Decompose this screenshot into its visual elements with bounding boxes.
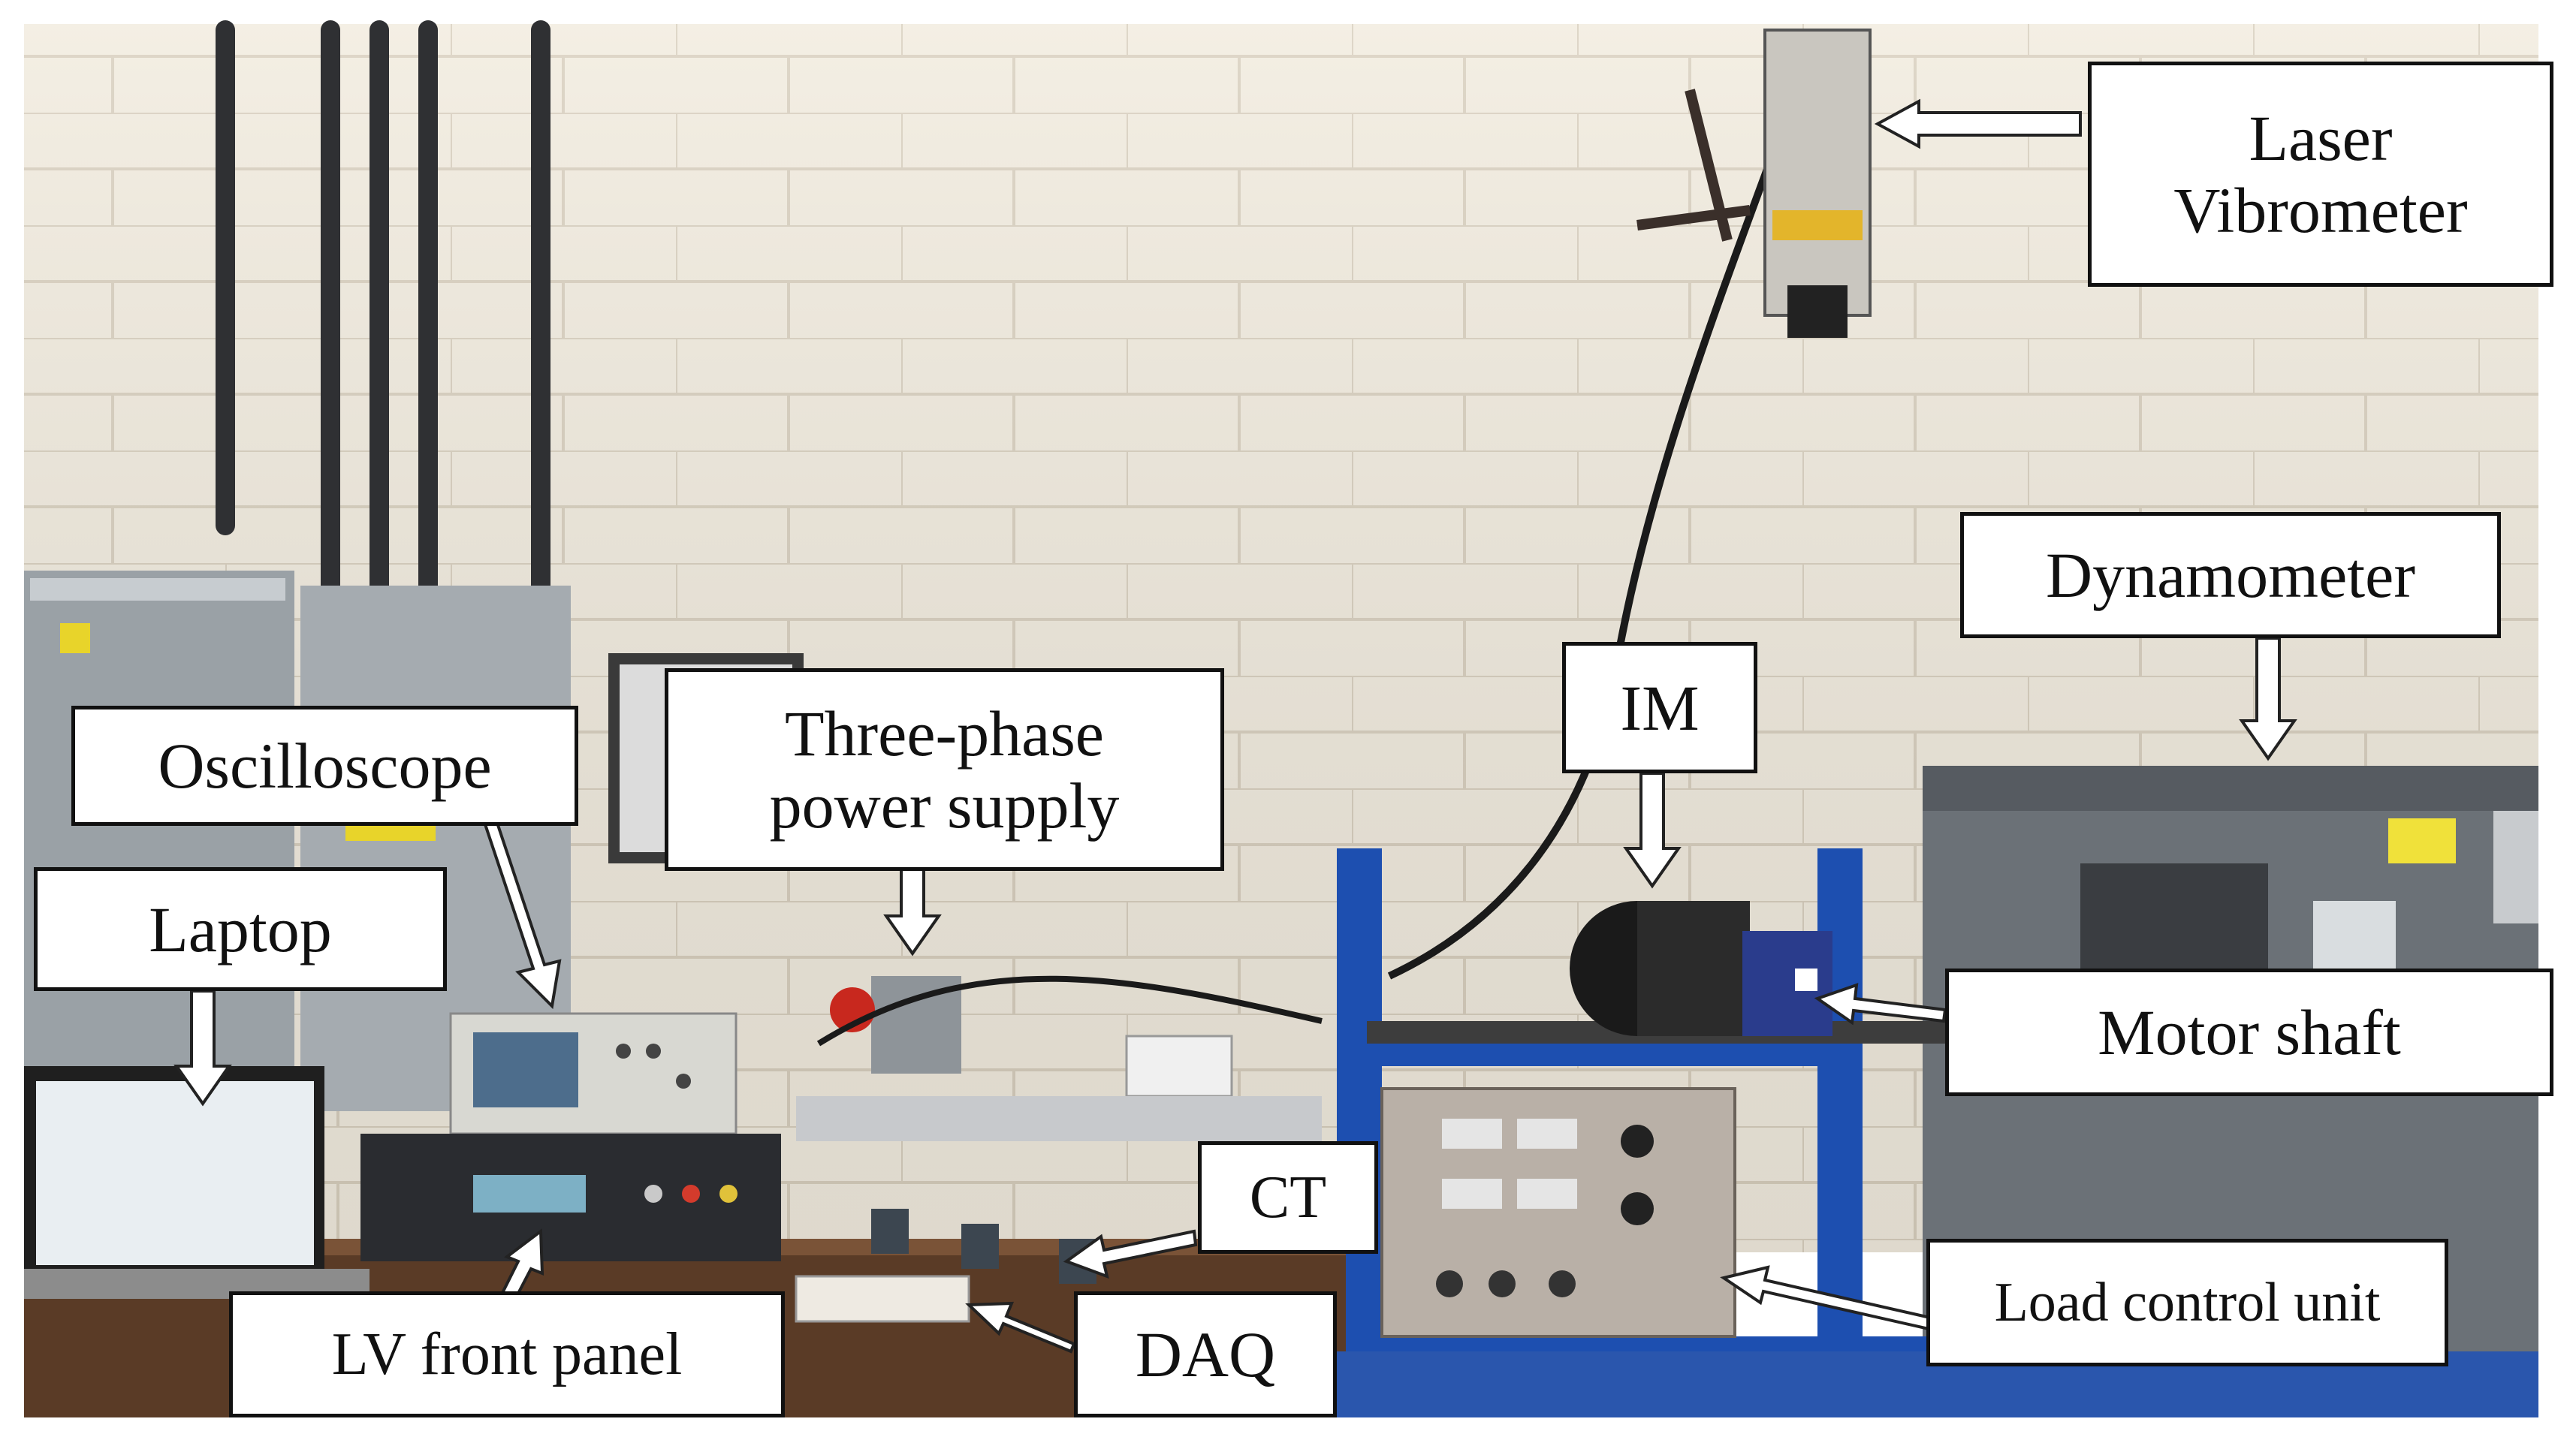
label-load-control-unit-text: Load control unit [1994,1271,2381,1333]
arrow-ct [1063,1229,1198,1279]
arrow-load-control [1720,1265,1932,1331]
arrow-oscilloscope [482,816,562,1010]
label-laser-vibrometer-line-1: Laser [2249,101,2393,174]
label-three-phase-line-2: power supply [769,770,1120,842]
label-daq-text: DAQ [1135,1318,1276,1390]
label-dynamometer-text: Dynamometer [2046,539,2415,611]
label-laptop-text: Laptop [149,893,332,966]
label-three-phase-power-supply: Three-phase power supply [665,668,1224,871]
laptop-device [24,1066,370,1299]
laser-vibrometer-device [1387,29,1872,980]
label-daq: DAQ [1074,1291,1337,1417]
label-lv-front-panel: LV front panel [229,1291,785,1417]
induction-motor [1570,901,1832,1036]
oscilloscope-device [449,1012,738,1135]
label-laser-vibrometer-line-2: Vibrometer [2173,174,2468,246]
wall-socket [1125,1035,1233,1098]
electrical-cabinet [24,571,571,1119]
wall-conduits [216,20,550,685]
arrow-motor-shaft [1814,983,1947,1026]
label-oscilloscope-text: Oscilloscope [158,730,492,802]
label-laser-vibrometer: Laser Vibrometer [2088,62,2553,287]
label-motor-shaft: Motor shaft [1945,969,2553,1096]
annotation-arrows [173,98,2297,1354]
label-im-text: IM [1620,671,1700,744]
label-load-control-unit: Load control unit [1926,1239,2448,1366]
label-ct-text: CT [1249,1164,1327,1231]
cable-trunking [796,1096,1322,1141]
label-laptop: Laptop [34,867,447,991]
label-oscilloscope: Oscilloscope [71,706,578,826]
arrow-im [1623,772,1682,889]
label-ct: CT [1198,1141,1378,1254]
arrow-laser-vibrometer [1874,98,2082,149]
load-control-unit-device [1380,1087,1736,1338]
label-dynamometer: Dynamometer [1960,512,2501,638]
label-three-phase-line-1: Three-phase [785,697,1104,770]
label-im: IM [1562,642,1757,773]
label-lv-front-panel-text: LV front panel [331,1321,683,1387]
arrow-laptop [173,990,232,1107]
arrow-dynamometer [2239,637,2297,761]
power-analyser-unit [360,1134,781,1261]
arrow-daq [965,1301,1076,1354]
daq-device [795,1275,970,1323]
label-motor-shaft-text: Motor shaft [2098,996,2401,1068]
